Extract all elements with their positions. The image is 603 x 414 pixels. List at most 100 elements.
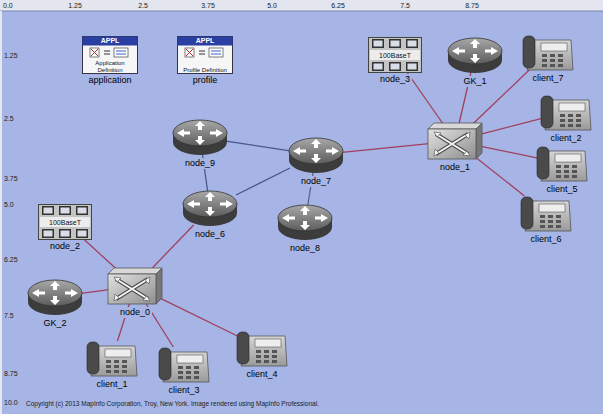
ip-phone: client_3 <box>157 344 211 396</box>
node-icon: APPLProfile Definition <box>177 36 233 74</box>
node-icon <box>519 193 573 233</box>
ruler-number: 2.5 <box>4 114 14 123</box>
ruler-number: 2.5 <box>138 1 148 10</box>
node-icon <box>106 266 164 306</box>
icon-text: APPL <box>82 36 138 45</box>
node-label: node_6 <box>193 229 227 240</box>
node-label: node_8 <box>288 243 322 254</box>
gatekeeper-router: GK_1 <box>446 35 504 87</box>
node-label: node_3 <box>378 74 412 85</box>
node-icon <box>235 328 289 368</box>
node-icon <box>157 344 211 384</box>
ethernet-switch: node_0 <box>106 266 164 318</box>
phone-symbol <box>157 344 211 384</box>
network-link <box>81 290 109 294</box>
node-label: client_3 <box>166 385 201 396</box>
ruler-number: 6.25 <box>331 1 345 10</box>
left-ruler <box>0 11 2 414</box>
node-icon <box>535 143 589 183</box>
ip-phone: client_4 <box>235 328 289 380</box>
application-definition: APPL Application Definitionapplication <box>82 36 138 86</box>
node-label: profile <box>191 75 220 86</box>
phone-symbol <box>235 328 289 368</box>
ip-phone: client_1 <box>85 338 139 390</box>
node-label: node_2 <box>48 241 82 252</box>
node-label: client_6 <box>528 234 563 245</box>
copyright-note: Copyright (c) 2013 MapInfo Corporation, … <box>26 400 319 409</box>
router-symbol <box>446 35 504 75</box>
node-label: node_7 <box>299 176 333 187</box>
ruler-number: 1.25 <box>68 1 82 10</box>
phone-symbol <box>521 32 575 72</box>
node-label: client_7 <box>530 73 565 84</box>
profile-definition: APPLProfile Definitionprofile <box>177 36 233 86</box>
router-symbol <box>287 135 345 175</box>
network-link <box>161 299 238 337</box>
ruler-number: 6.25 <box>4 255 18 264</box>
lan-workstations: 100BaseTnode_2 <box>38 204 92 252</box>
node-icon <box>276 202 334 242</box>
top-ruler <box>0 0 603 11</box>
node-icon <box>446 35 504 75</box>
switch-symbol <box>426 121 484 161</box>
node-label: client_5 <box>544 184 579 195</box>
node-label: GK_1 <box>461 76 488 87</box>
ip-phone: client_2 <box>539 92 593 144</box>
network-link <box>481 118 542 134</box>
router-symbol <box>26 277 84 317</box>
node-icon <box>85 338 139 378</box>
router-node: node_6 <box>181 188 239 240</box>
router-node: node_8 <box>276 202 334 254</box>
phone-symbol <box>85 338 139 378</box>
node-icon: 100BaseT <box>368 37 422 73</box>
network-link <box>342 144 429 153</box>
ruler-number: 0.0 <box>3 1 13 10</box>
ip-phone: client_5 <box>535 143 589 195</box>
ruler-number: 3.75 <box>4 174 18 183</box>
ethernet-switch: node_1 <box>426 121 484 173</box>
node-label: node_0 <box>118 307 152 318</box>
icon-text: 100BaseT <box>379 51 411 60</box>
ruler-number: 1.25 <box>4 51 18 60</box>
node-label: node_9 <box>183 158 217 169</box>
network-link <box>481 146 538 158</box>
ruler-number: 5.0 <box>4 200 14 209</box>
router-symbol <box>171 117 229 157</box>
ruler-number: 5.0 <box>267 1 277 10</box>
node-icon: 100BaseT <box>38 204 92 240</box>
node-icon <box>426 121 484 161</box>
network-link <box>151 225 193 269</box>
node-label: node_1 <box>438 162 472 173</box>
network-link <box>236 168 290 195</box>
icon-text: Profile Definition <box>177 67 233 75</box>
ruler-edge <box>0 11 603 12</box>
phone-symbol <box>535 143 589 183</box>
router-node: node_9 <box>171 117 229 169</box>
node-label: client_4 <box>244 369 279 380</box>
node-icon <box>539 92 593 132</box>
node-label: client_2 <box>548 133 583 144</box>
gatekeeper-router: GK_2 <box>26 277 84 329</box>
network-link <box>476 158 524 196</box>
ruler-number: 8.75 <box>465 1 479 10</box>
network-link <box>81 237 116 269</box>
node-icon <box>521 32 575 72</box>
router-node: node_7 <box>287 135 345 187</box>
ip-phone: client_7 <box>521 32 575 84</box>
node-icon <box>26 277 84 317</box>
icon-text: Application Definition <box>82 60 138 74</box>
phone-symbol <box>519 193 573 233</box>
ruler-number: 3.75 <box>201 1 215 10</box>
node-icon <box>181 188 239 228</box>
phone-symbol <box>539 92 593 132</box>
switch-symbol <box>106 266 164 306</box>
node-label: application <box>86 75 133 86</box>
node-icon <box>171 117 229 157</box>
ruler-number: 7.5 <box>4 311 14 320</box>
router-symbol <box>181 188 239 228</box>
node-icon: APPL Application Definition <box>82 36 138 74</box>
ruler-number: 7.5 <box>400 1 410 10</box>
